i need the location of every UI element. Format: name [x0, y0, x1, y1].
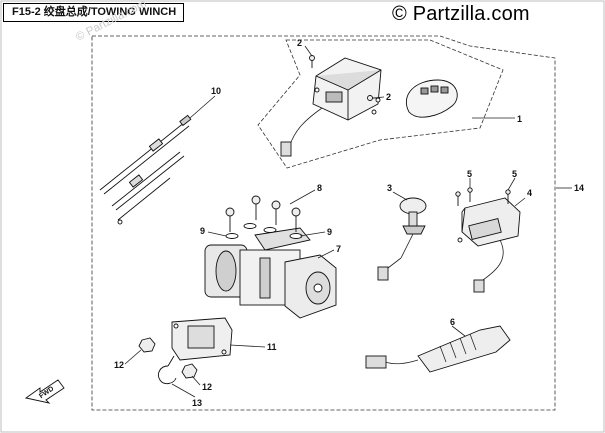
callout-12a: 12	[114, 360, 124, 370]
callout-9b: 9	[327, 227, 332, 237]
controller-boundary	[257, 39, 504, 169]
callout-7: 7	[336, 244, 341, 254]
callout-3: 3	[387, 183, 392, 193]
switch-sensor	[377, 197, 427, 281]
nuts	[138, 337, 198, 379]
fwd-arrow: FWD	[24, 379, 65, 404]
callout-12b: 12	[202, 382, 212, 392]
callout-5a: 5	[467, 169, 472, 179]
callout-13: 13	[192, 398, 202, 408]
wire-harness	[99, 114, 192, 225]
callout-2a: 2	[297, 38, 302, 48]
mounting-bolts	[225, 195, 303, 239]
callout-14: 14	[574, 183, 584, 193]
watermark-main: © Partzilla.com	[392, 3, 530, 25]
control-box-assembly	[280, 55, 458, 157]
callout-5b: 5	[512, 169, 517, 179]
roller-fairlead	[171, 317, 233, 361]
callout-2b: 2	[386, 92, 391, 102]
callout-10: 10	[211, 86, 221, 96]
hook	[157, 355, 177, 385]
winch-handle-cable	[365, 325, 511, 373]
callout-9a: 9	[200, 226, 205, 236]
callout-1: 1	[517, 114, 522, 124]
winch-body	[204, 227, 337, 319]
contactor-relay	[455, 187, 521, 293]
leader-lines	[124, 45, 572, 398]
callout-11: 11	[267, 342, 277, 352]
callout-8: 8	[317, 183, 322, 193]
callout-4: 4	[527, 188, 532, 198]
assembly-boundary	[91, 35, 556, 411]
callout-6: 6	[450, 317, 455, 327]
diagram-title: F15-2 绞盘总成/TOWING WINCH	[3, 3, 184, 22]
